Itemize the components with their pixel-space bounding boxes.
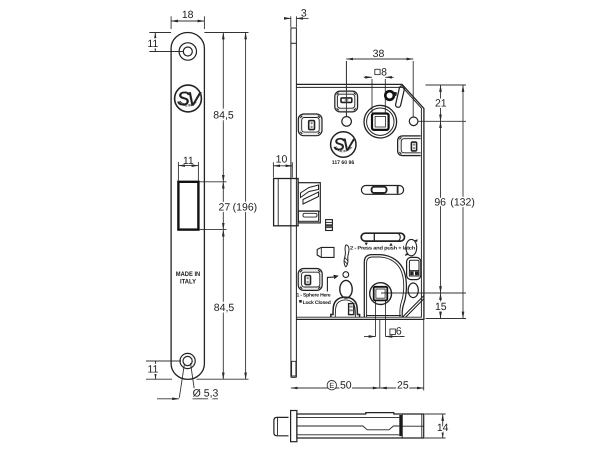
- svg-text:96: 96: [434, 197, 446, 209]
- svg-text:18: 18: [182, 9, 194, 21]
- svg-text:2 - Press and push + latch: 2 - Press and push + latch: [350, 246, 415, 252]
- svg-text:27: 27: [219, 201, 231, 213]
- svg-text:1 - Sphere Here: 1 - Sphere Here: [297, 293, 331, 299]
- svg-text:(196): (196): [233, 201, 258, 213]
- svg-text:Ø 5,3: Ø 5,3: [193, 387, 219, 399]
- svg-text:8: 8: [381, 66, 387, 78]
- svg-text:S: S: [333, 135, 345, 154]
- svg-text:6: 6: [396, 326, 402, 338]
- svg-text:84,5: 84,5: [214, 302, 235, 314]
- svg-text:38: 38: [373, 48, 385, 60]
- svg-text:14: 14: [437, 422, 449, 434]
- svg-text:V: V: [187, 90, 202, 111]
- svg-text:S: S: [177, 89, 190, 110]
- svg-text:V: V: [342, 136, 355, 155]
- svg-text:117 60 96: 117 60 96: [332, 160, 355, 166]
- svg-text:84,5: 84,5: [213, 110, 234, 122]
- svg-text:25: 25: [397, 380, 409, 392]
- svg-text:21: 21: [435, 97, 447, 109]
- svg-text:15: 15: [435, 301, 447, 313]
- svg-text:Lock Closed: Lock Closed: [303, 300, 331, 306]
- svg-text:E: E: [329, 381, 334, 390]
- svg-text:11: 11: [147, 38, 158, 50]
- svg-text:3: 3: [301, 8, 307, 20]
- svg-text:50: 50: [340, 380, 352, 392]
- svg-text:11: 11: [147, 363, 158, 375]
- svg-text:11: 11: [183, 155, 194, 167]
- svg-text:MADE IN: MADE IN: [176, 271, 201, 278]
- svg-text:(132): (132): [450, 197, 475, 209]
- svg-text:ITALY: ITALY: [180, 279, 197, 286]
- svg-text:10: 10: [276, 154, 288, 166]
